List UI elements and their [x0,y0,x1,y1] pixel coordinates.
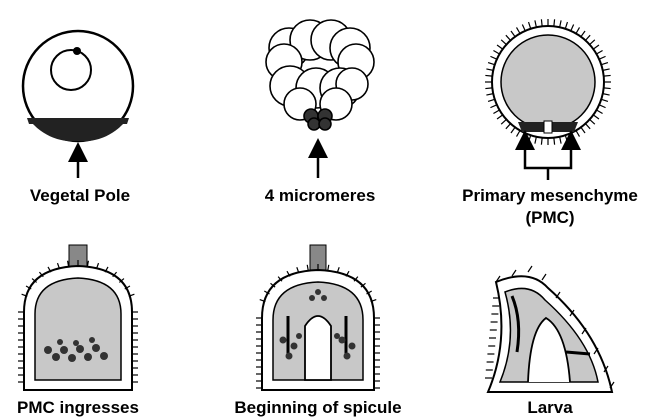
egg-drawing [23,31,133,178]
label-pmc-ingresses: PMC ingresses [0,398,156,418]
label-vegetal-pole: Vegetal Pole [10,186,150,206]
label-larva: Larva [500,398,600,418]
micromere [319,118,331,130]
label-pmc: (PMC) [450,208,650,228]
label-primary-mesenchyme: Primary mesenchyme [450,186,650,206]
blastula-drawing [492,26,604,180]
sixteen-cell-embryo-drawing [266,20,374,178]
label-four-micromeres: 4 micromeres [240,186,400,206]
larva-drawing [488,276,612,392]
pmc-ingression-drawing [24,245,132,390]
label-beginning-of-spicule: Beginning of spicule [222,398,414,418]
